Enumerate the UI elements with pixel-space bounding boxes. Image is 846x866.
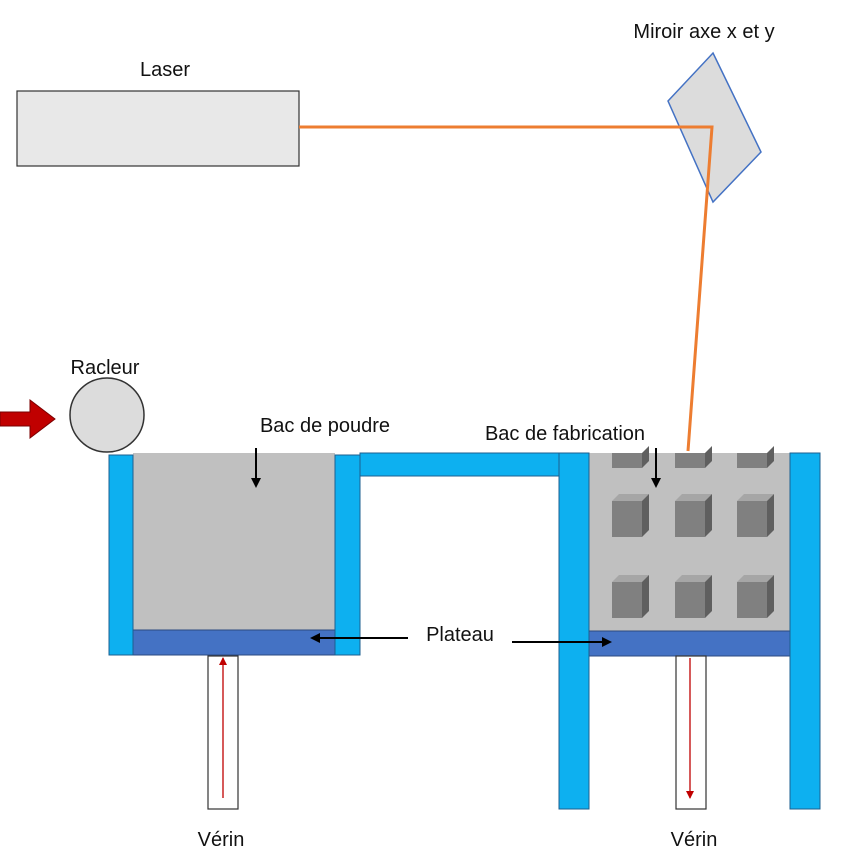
printed-cube <box>737 494 774 537</box>
platform-label: Plateau <box>426 624 494 646</box>
piston-right-label: Vérin <box>671 829 718 851</box>
piston-left-label: Vérin <box>198 829 245 851</box>
laser-label: Laser <box>140 59 190 81</box>
powder-bin-right-wall <box>334 454 361 656</box>
printed-cube <box>675 575 712 618</box>
bridge-plate <box>359 452 560 477</box>
printed-cube <box>612 446 649 468</box>
build-bin-left-wall <box>558 452 590 810</box>
printed-cube <box>737 575 774 618</box>
printed-parts <box>612 446 774 618</box>
mirror-label: Miroir axe x et y <box>633 21 774 43</box>
powder-bin-platform <box>132 629 336 656</box>
printed-cube <box>612 494 649 537</box>
printed-cube <box>737 446 774 468</box>
recoater-label: Racleur <box>71 357 140 379</box>
recoater-roller <box>69 377 145 453</box>
printed-cube <box>612 575 649 618</box>
build-piston <box>675 655 707 810</box>
powder-bin-left-wall <box>108 454 134 656</box>
printed-cube <box>675 446 712 468</box>
powder-bin-powder <box>133 453 335 630</box>
build-bin-platform <box>588 630 791 657</box>
powder-bin-label: Bac de poudre <box>260 415 390 437</box>
laser-body <box>16 90 300 167</box>
build-bin-right-wall <box>789 452 821 810</box>
push-arrow <box>0 398 56 440</box>
printed-cube <box>675 494 712 537</box>
mirror <box>667 51 762 204</box>
build-bin-label: Bac de fabrication <box>485 423 645 445</box>
laser-beam <box>299 125 714 452</box>
